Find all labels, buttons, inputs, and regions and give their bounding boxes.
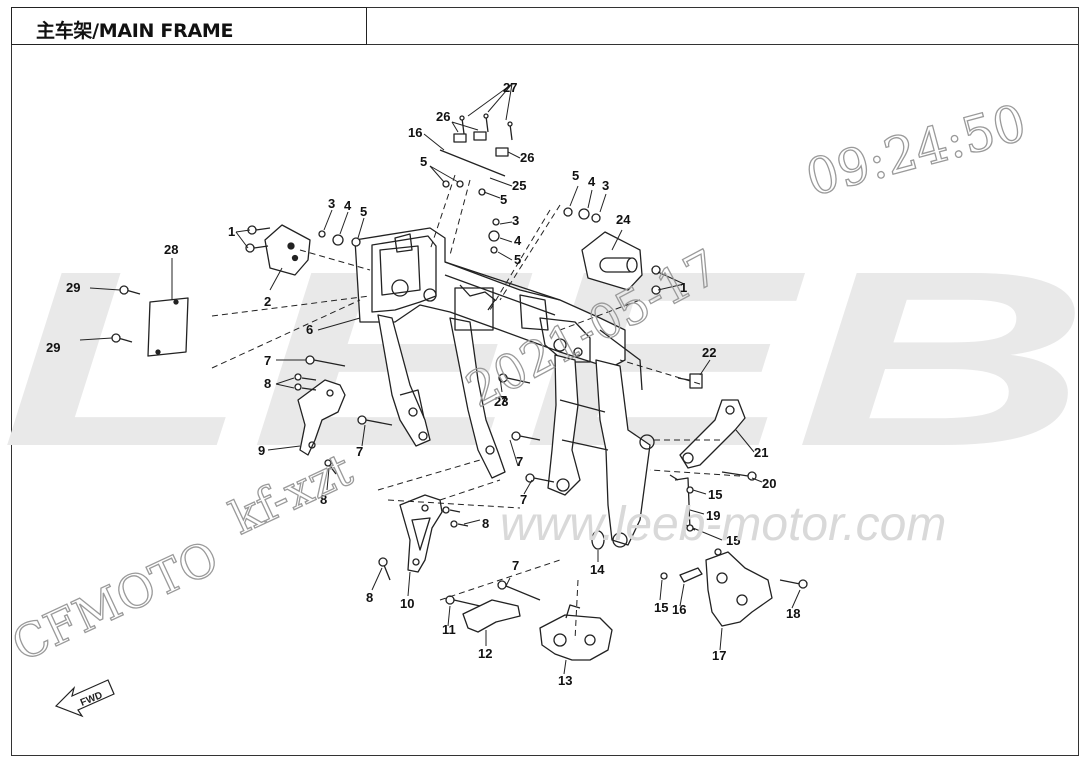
link-part-21 xyxy=(679,399,746,469)
callout-14: 14 xyxy=(590,562,605,577)
callout-8: 8 xyxy=(320,492,327,507)
callout-26: 26 xyxy=(436,109,450,124)
callout-22: 22 xyxy=(702,345,716,360)
watermark-url: www.leeb-motor.com xyxy=(500,498,946,551)
callout-28: 28 xyxy=(164,242,178,257)
callout-5: 5 xyxy=(420,154,427,169)
main-frame-part xyxy=(354,227,655,548)
callout-17: 17 xyxy=(712,648,726,663)
callout-7: 7 xyxy=(512,558,519,573)
callout-26: 26 xyxy=(520,150,534,165)
callout-11: 11 xyxy=(442,622,456,637)
bracket-part-10 xyxy=(399,494,443,573)
callout-16: 16 xyxy=(408,125,422,140)
page-title: 主车架/MAIN FRAME xyxy=(36,20,234,42)
callout-3: 3 xyxy=(512,213,519,228)
callout-4: 4 xyxy=(514,233,522,248)
bracket-part-2 xyxy=(264,224,311,276)
callout-4: 4 xyxy=(344,198,352,213)
callout-5: 5 xyxy=(360,204,367,219)
bracket-part-9 xyxy=(297,379,346,456)
leader-lines xyxy=(79,83,801,675)
callout-2: 2 xyxy=(264,294,271,309)
callout-7: 7 xyxy=(500,393,507,408)
callout-13: 13 xyxy=(558,673,572,688)
callout-7: 7 xyxy=(520,492,527,507)
bracket-part-17 xyxy=(705,551,773,627)
callout-9: 9 xyxy=(258,443,265,458)
frame-border-top xyxy=(367,7,1079,45)
callout-10: 10 xyxy=(400,596,414,611)
callout-19: 19 xyxy=(706,508,720,523)
fwd-arrow-icon xyxy=(54,679,115,718)
callout-6: 6 xyxy=(306,322,313,337)
callout-29: 29 xyxy=(66,280,80,295)
spring-part-19 xyxy=(674,477,691,531)
callout-8: 8 xyxy=(366,590,373,605)
callout-15: 15 xyxy=(726,533,740,548)
callout-20: 20 xyxy=(762,476,776,491)
callout-5: 5 xyxy=(572,168,579,183)
callout-27: 27 xyxy=(503,80,517,95)
callout-18: 18 xyxy=(786,606,800,621)
callout-25: 25 xyxy=(512,178,526,193)
callout-1: 1 xyxy=(228,224,235,239)
callout-29: 29 xyxy=(46,340,60,355)
parts-artwork xyxy=(79,83,808,675)
callout-16: 16 xyxy=(672,602,686,617)
callout-7: 7 xyxy=(356,444,363,459)
plate-part-28 xyxy=(147,297,189,357)
callout-3: 3 xyxy=(328,196,335,211)
watermark-brand: LEEB xyxy=(0,219,1090,498)
bracket-part-13 xyxy=(539,614,613,661)
callout-7: 7 xyxy=(516,454,523,469)
callout-15: 15 xyxy=(708,487,722,502)
callout-15: 15 xyxy=(654,600,668,615)
title-box: 主车架/MAIN FRAME xyxy=(11,7,367,45)
callout-5: 5 xyxy=(514,252,521,267)
callout-23: 23 xyxy=(494,394,508,409)
callout-5: 5 xyxy=(500,192,507,207)
callout-labels: 1 1 2 3 3 3 4 4 4 5 5 5 5 5 6 7 7 7 7 7 … xyxy=(46,80,800,688)
callout-7: 7 xyxy=(264,353,271,368)
callout-21: 21 xyxy=(754,445,768,460)
strap-part-16 xyxy=(679,567,703,583)
callout-8: 8 xyxy=(264,376,271,391)
callout-3: 3 xyxy=(602,178,609,193)
callout-24: 24 xyxy=(616,212,631,227)
frame-border xyxy=(11,44,1079,756)
fwd-arrow: FWD xyxy=(54,679,115,718)
callout-8: 8 xyxy=(482,516,489,531)
watermark-timestamp: 09:24:50 xyxy=(800,93,1032,207)
callout-1: 1 xyxy=(680,280,687,295)
callout-4: 4 xyxy=(588,174,596,189)
bushing-part-14 xyxy=(591,530,605,550)
assembly-lines xyxy=(211,174,741,641)
bracket-part-12 xyxy=(462,599,521,633)
watermark-cfmoto: CFMOTO xyxy=(4,530,227,672)
callout-12: 12 xyxy=(478,646,492,661)
